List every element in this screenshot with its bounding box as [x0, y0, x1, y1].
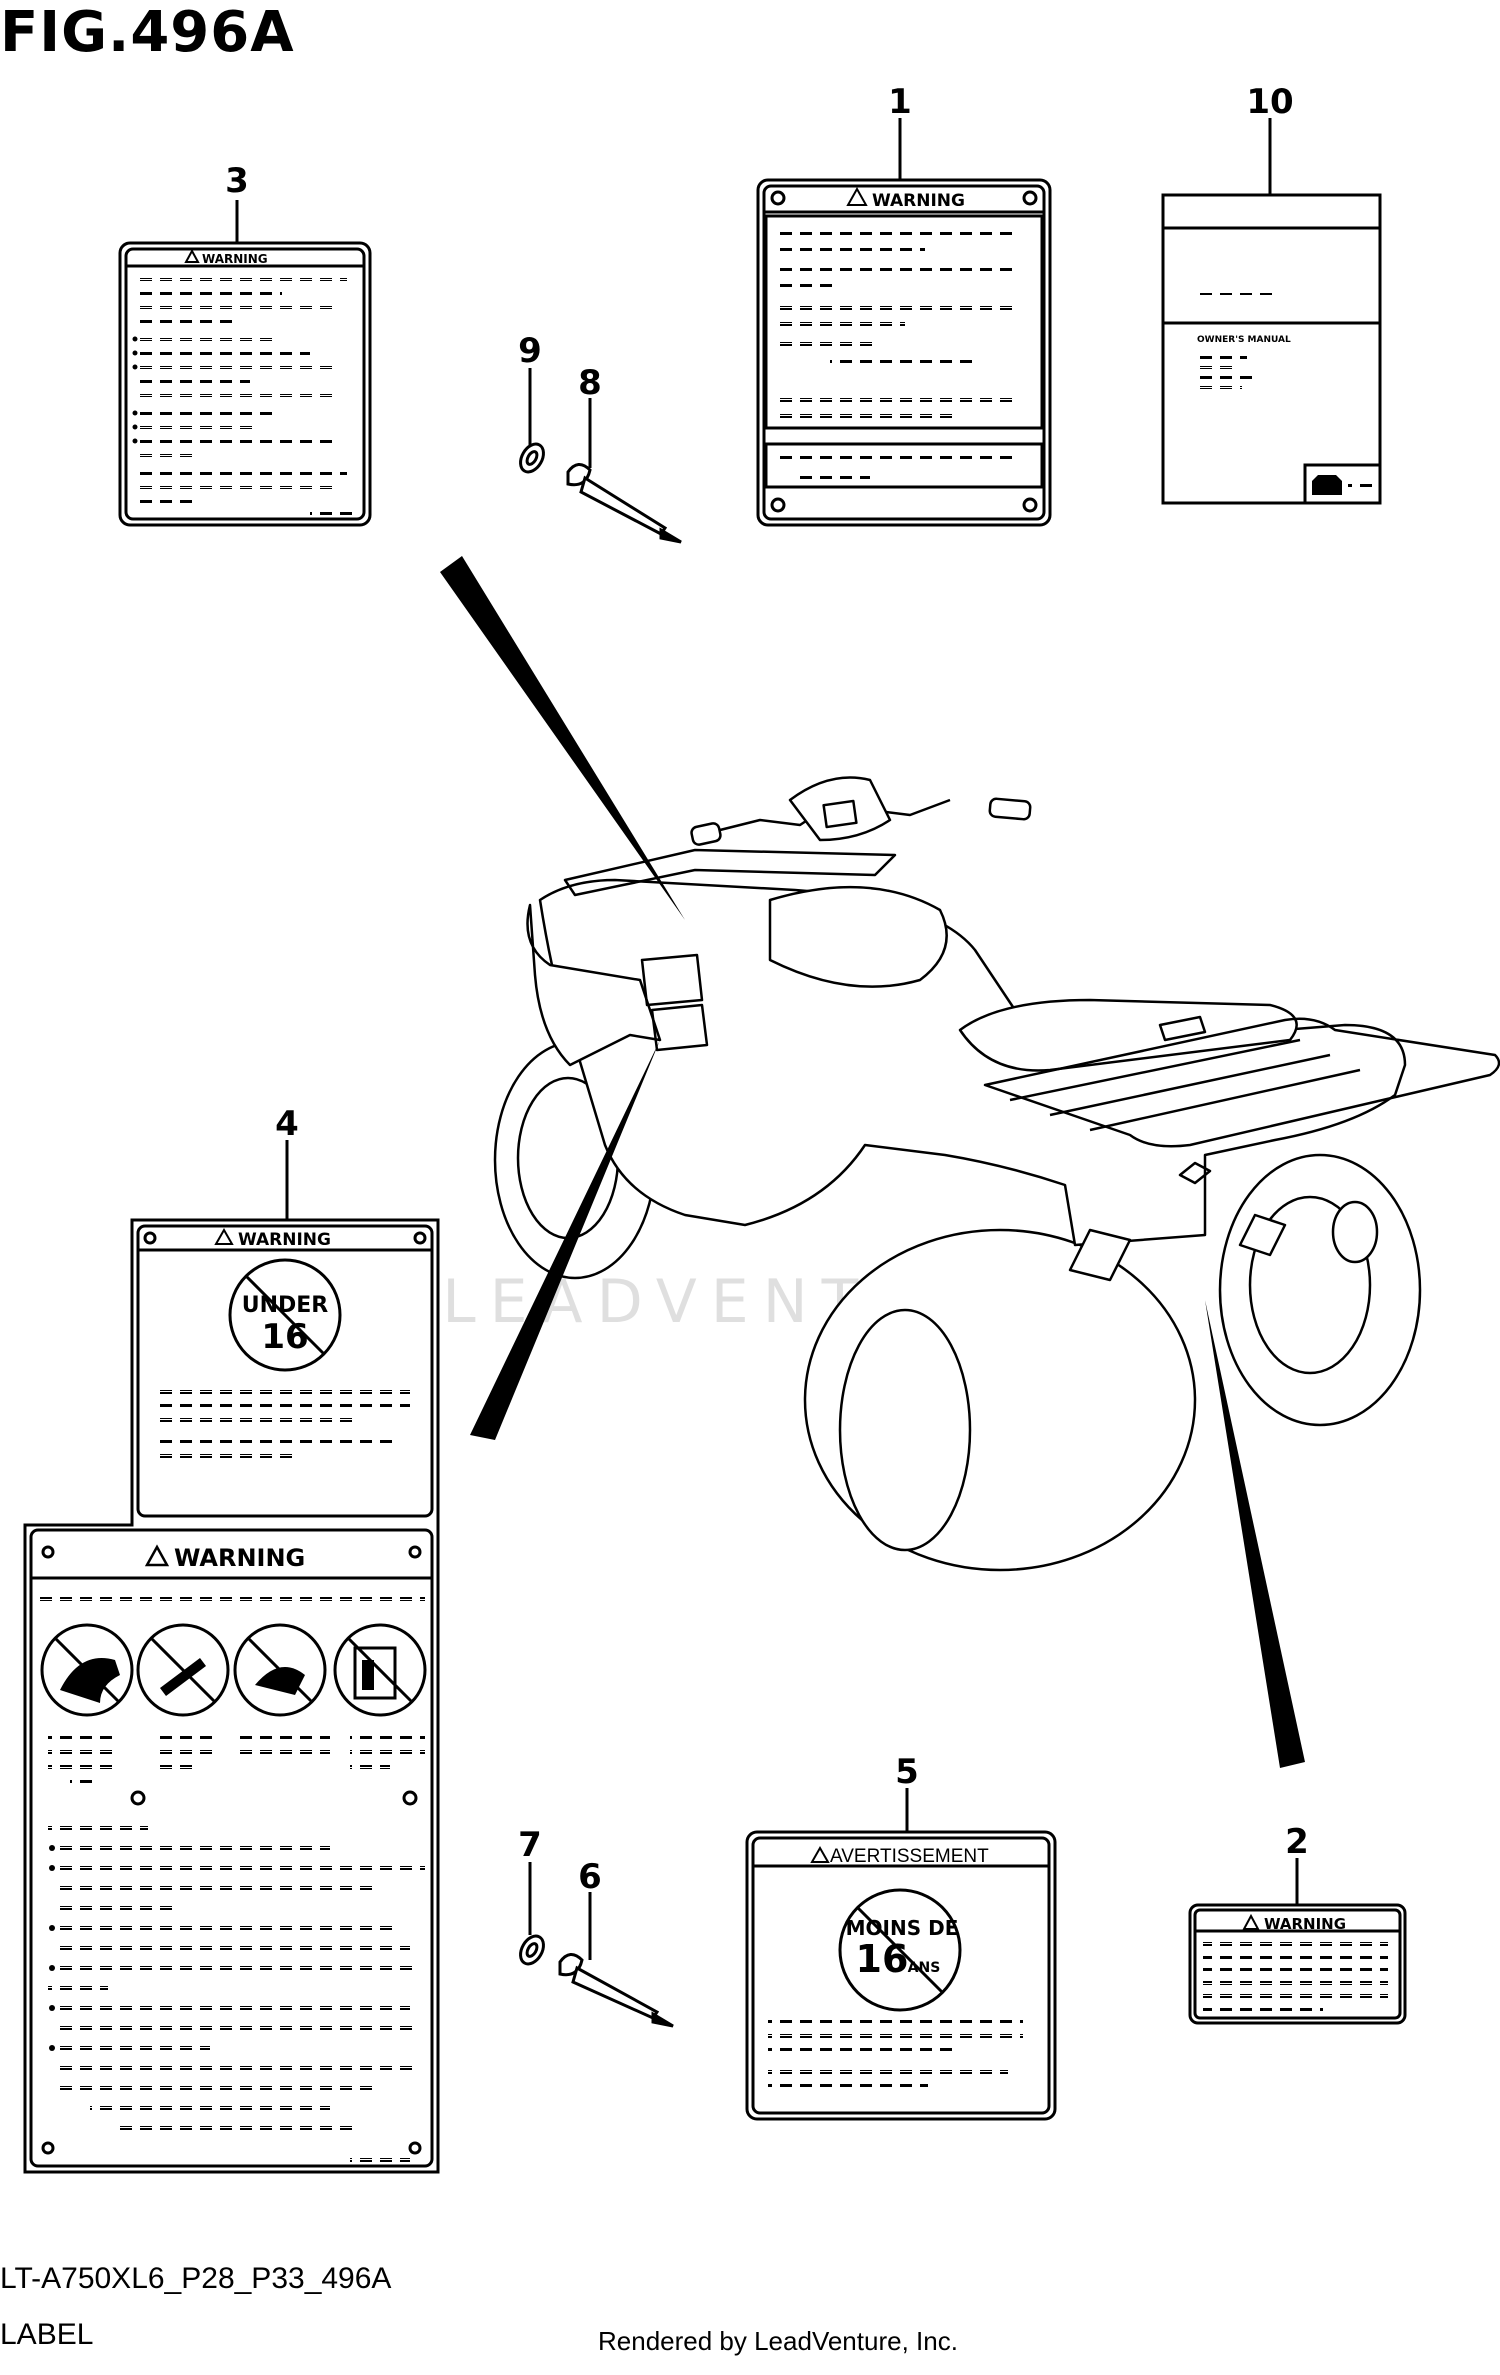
moins-de-text: MOINS DE — [846, 1916, 959, 1940]
label-3 — [118, 241, 372, 527]
callout-6: 6 — [578, 1857, 602, 1897]
callout-1: 1 — [888, 82, 912, 122]
label-4-lower-content: WARNING — [40, 1544, 425, 2162]
label-3-header: WARNING — [184, 248, 268, 266]
label-2-warning-text: WARNING — [1264, 1915, 1346, 1933]
age-16-fr-text: 16 — [856, 1937, 909, 1981]
label-5-avertissement-text: AVERTISSEMENT — [830, 1846, 989, 1867]
age-16-text: 16 — [261, 1317, 308, 1357]
label-3-text-lines — [132, 278, 355, 515]
callout-numbers: 1 2 3 4 5 6 7 8 9 10 — [225, 82, 1309, 1897]
label-10-owners-manual — [1161, 193, 1382, 505]
ans-text: ANS — [908, 1960, 941, 1976]
label-10-content: OWNER'S MANUAL — [1197, 293, 1373, 495]
rivet-8 — [566, 463, 682, 544]
callout-8: 8 — [578, 363, 602, 403]
callout-4: 4 — [275, 1104, 299, 1144]
label-4-warning-text: WARNING — [238, 1230, 331, 1250]
pointer-label-3 — [440, 556, 685, 920]
rendered-by-credit: Rendered by LeadVenture, Inc. — [598, 2326, 958, 2356]
atv-illustration — [493, 776, 1500, 1572]
callout-3: 3 — [225, 161, 249, 201]
callout-7: 7 — [518, 1825, 542, 1865]
label-4-lower — [29, 1528, 434, 2168]
label-1-warning-text: WARNING — [872, 191, 965, 211]
owners-manual-text: OWNER'S MANUAL — [1197, 335, 1291, 345]
suzuki-logo-icon — [1312, 475, 1342, 495]
label-1-header: WARNING — [846, 186, 965, 211]
label-1-text-lines — [775, 232, 1015, 480]
label-2-content: WARNING — [1203, 1913, 1388, 2011]
label-4-upper-content: WARNING UNDER 16 — [160, 1227, 410, 1458]
label-4-lower-pictograms — [60, 1646, 397, 1703]
washer-7 — [519, 1934, 545, 1966]
rivet-6 — [558, 1953, 674, 2028]
under-text: UNDER — [242, 1293, 329, 1318]
pointer-label-4 — [470, 1040, 660, 1440]
label-5 — [745, 1830, 1057, 2121]
callout-9: 9 — [518, 331, 542, 371]
leader-lines — [235, 118, 1299, 1960]
callout-5: 5 — [895, 1752, 919, 1792]
pointer-label-2 — [1205, 1300, 1305, 1768]
callout-10: 10 — [1246, 82, 1293, 122]
label-4-upper — [23, 1218, 440, 2174]
label-3-warning-text: WARNING — [202, 252, 268, 266]
label-5-content: AVERTISSEMENT MOINS DE 16 ANS — [768, 1845, 1023, 2088]
label-3-bullets — [132, 336, 138, 444]
callout-2: 2 — [1285, 1822, 1309, 1862]
section-name: LABEL — [0, 2318, 94, 2351]
washer-9 — [519, 442, 545, 474]
figure-title: FIG.496A — [0, 0, 295, 65]
model-code: LT-A750XL6_P28_P33_496A — [0, 2262, 392, 2295]
label-4-lower-warning-text: WARNING — [174, 1544, 305, 1572]
pointer-wedges — [440, 556, 1305, 1768]
label-1 — [756, 178, 1052, 527]
